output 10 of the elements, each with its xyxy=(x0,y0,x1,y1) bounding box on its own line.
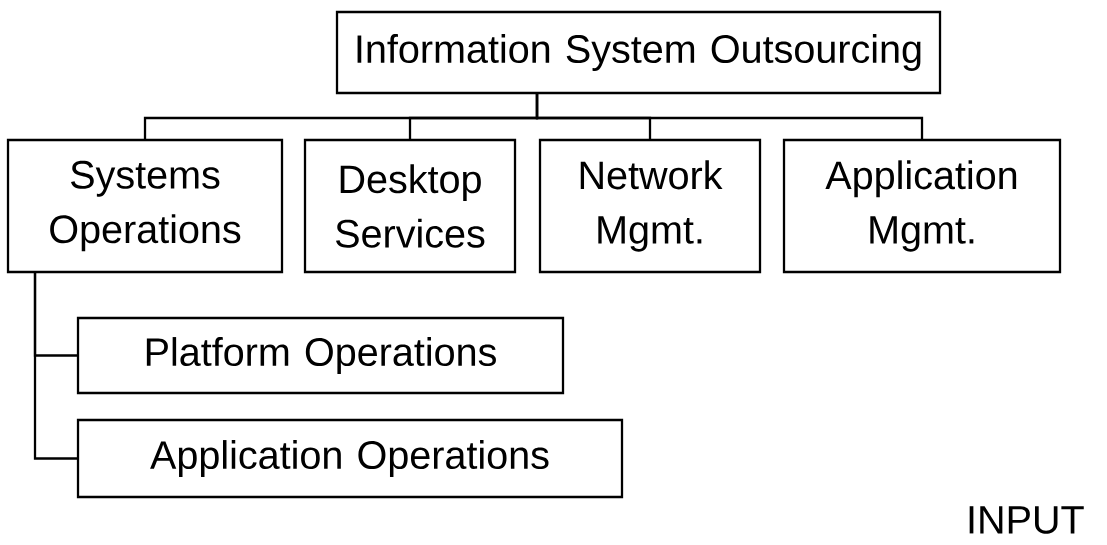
connector-line xyxy=(535,93,924,140)
note-text: INPUT xyxy=(969,506,1084,534)
process-box: Application Mgmt. xyxy=(782,138,1062,274)
process-box: Platform Operations xyxy=(76,316,565,395)
connector-line xyxy=(33,272,78,460)
process-box: Systems Operations xyxy=(6,138,284,274)
process-box: Network Mgmt. xyxy=(538,138,762,274)
process-box: Desktop Services xyxy=(303,138,517,274)
process-box: Application Operations xyxy=(76,418,624,499)
process-box: Information System Outsourcing xyxy=(335,10,942,95)
